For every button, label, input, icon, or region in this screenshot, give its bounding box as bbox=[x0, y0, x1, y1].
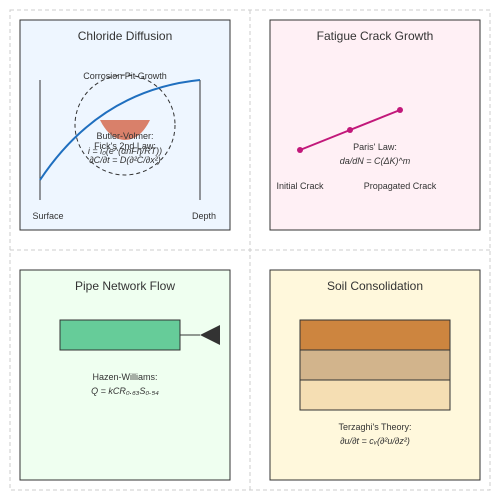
butler-volmer-label: Butler-Volmer: bbox=[96, 131, 153, 141]
pipe-segment bbox=[59, 319, 181, 351]
corrosion-pit-shape bbox=[100, 120, 150, 140]
crack-point-middle bbox=[347, 127, 353, 133]
propagated-crack-label: Propagated Crack bbox=[364, 181, 437, 191]
fick-law-formula: ∂C/∂t = D(∂²C/∂x²) bbox=[89, 155, 161, 165]
corrosion-pit-dashed-circle bbox=[74, 74, 176, 176]
soil-layer-bottom bbox=[299, 379, 451, 411]
panel-fatigue-crack: Fatigue Crack Growth Paris' Law: da/dN =… bbox=[269, 19, 481, 231]
crack-point-propagated bbox=[397, 107, 403, 113]
panel-chloride-title: Chloride Diffusion bbox=[78, 29, 173, 43]
butler-volmer-formula: i = i₀(e^(αnFη/RT)) bbox=[88, 146, 162, 156]
panel-pipe-network: Pipe Network Flow Hazen-Williams: Q = kC… bbox=[19, 269, 231, 481]
corrosion-pit-label: Corrosion Pit Growth bbox=[83, 71, 167, 81]
terzaghi-formula: ∂u/∂t = cᵥ(∂²u/∂z²) bbox=[340, 436, 410, 446]
paris-law-label: Paris' Law: bbox=[353, 142, 397, 152]
soil-layer-middle bbox=[299, 349, 451, 381]
panel-chloride-diffusion: Chloride Diffusion Corrosion Pit Growth … bbox=[19, 19, 231, 231]
crack-point-initial bbox=[297, 147, 303, 153]
depth-label: Depth bbox=[192, 211, 216, 221]
paris-law-formula: da/dN = C(ΔK)^m bbox=[340, 156, 411, 166]
panel-soil-consolidation: Soil Consolidation Terzaghi's Theory: ∂u… bbox=[269, 269, 481, 481]
surface-label: Surface bbox=[32, 211, 63, 221]
hazen-williams-label: Hazen-Williams: bbox=[92, 372, 157, 382]
panel-fatigue-title: Fatigue Crack Growth bbox=[317, 29, 434, 43]
panel-pipe-frame bbox=[19, 269, 231, 481]
terzaghi-label: Terzaghi's Theory: bbox=[338, 422, 411, 432]
fick-law-label: Fick's 2nd Law: bbox=[94, 141, 156, 151]
panel-fatigue-frame bbox=[269, 19, 481, 231]
valve-icon bbox=[200, 325, 220, 345]
initial-crack-label: Initial Crack bbox=[276, 181, 324, 191]
soil-layer-top bbox=[299, 319, 451, 351]
panel-pipe-title: Pipe Network Flow bbox=[75, 279, 175, 293]
chloride-profile-curve bbox=[39, 79, 201, 181]
hazen-williams-formula: Q = kCR₀.₆₃S₀.₅₄ bbox=[91, 386, 159, 396]
panel-soil-title: Soil Consolidation bbox=[327, 279, 423, 293]
